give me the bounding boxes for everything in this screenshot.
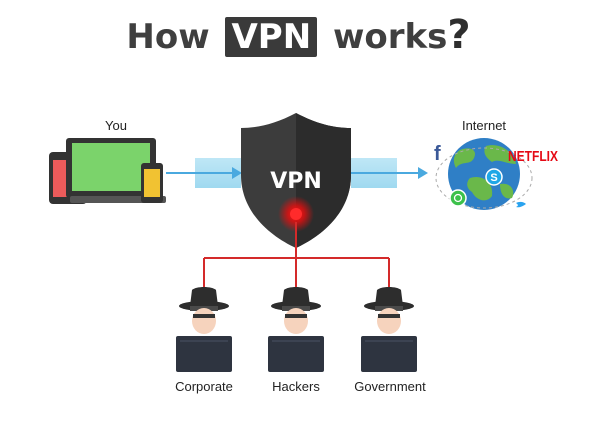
internet-label: Internet xyxy=(461,118,507,133)
vpn-shield-icon xyxy=(241,113,351,248)
threat-figure-hackers xyxy=(268,287,324,372)
threat-figure-corporate xyxy=(176,287,232,372)
title-prefix: How xyxy=(126,17,210,57)
svg-text:S: S xyxy=(490,172,497,184)
threat-label-corporate: Corporate xyxy=(175,379,233,394)
page-title: How VPN works? xyxy=(0,12,597,58)
title-vpn-highlight: VPN xyxy=(225,17,318,57)
internet-globe-icon xyxy=(435,138,533,210)
whatsapp-icon xyxy=(449,189,467,207)
shield-vpn-label: VPN xyxy=(270,169,322,194)
right-tunnel-arrow xyxy=(351,158,428,188)
threat-label-hackers: Hackers xyxy=(272,379,320,394)
facebook-icon: f xyxy=(434,143,441,165)
title-question-mark: ? xyxy=(447,12,471,58)
twitter-icon xyxy=(516,201,526,208)
netflix-logo: NETFLIX xyxy=(508,147,558,165)
skype-icon: S xyxy=(485,168,503,186)
left-tunnel-arrow xyxy=(166,158,242,188)
threat-label-government: Government xyxy=(354,379,426,394)
threat-figure-government xyxy=(361,287,417,372)
title-suffix: works xyxy=(333,17,448,57)
devices-icon xyxy=(49,138,166,204)
threat-connection-lines xyxy=(203,222,390,290)
you-label: You xyxy=(105,118,127,133)
